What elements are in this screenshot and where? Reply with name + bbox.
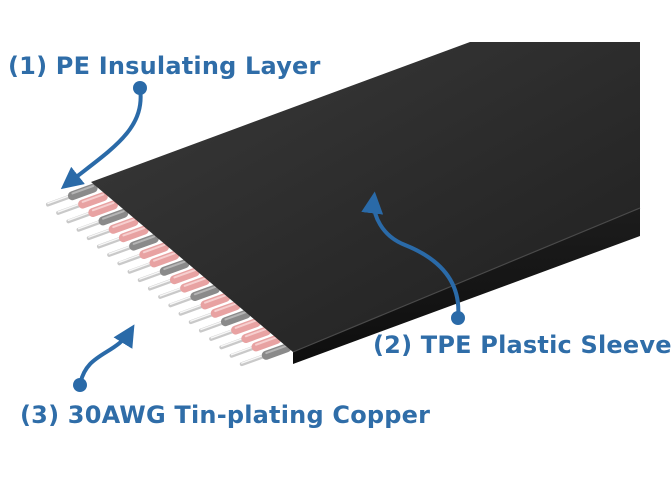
copper-conductor-label: (3) 30AWG Tin-plating Copper bbox=[20, 401, 431, 429]
pe-insulation-gray bbox=[67, 183, 98, 201]
pe-insulation-pink bbox=[169, 267, 200, 285]
pe-insulation-pink bbox=[241, 326, 271, 343]
pe-insulation-pink bbox=[88, 200, 118, 217]
pe-insulation-gray bbox=[261, 343, 292, 360]
insulation-highlight bbox=[142, 243, 166, 254]
copper-arrow-dot bbox=[73, 378, 87, 392]
insulation-highlight bbox=[102, 210, 125, 220]
insulation-highlight bbox=[153, 252, 176, 262]
pe-insulation-pink bbox=[231, 318, 261, 335]
insulation-highlight bbox=[244, 327, 268, 338]
pe-insulation-gray bbox=[98, 208, 129, 226]
pe-insulation-pink bbox=[149, 250, 180, 268]
insulation-highlight bbox=[71, 185, 95, 195]
pe-insulation-pink bbox=[200, 292, 231, 310]
insulation-highlight bbox=[193, 285, 217, 296]
pe-insulation-gray bbox=[220, 309, 251, 327]
pe-insulation-gray bbox=[129, 234, 159, 251]
pe-insulation-pink bbox=[118, 225, 149, 243]
insulation-highlight bbox=[91, 201, 115, 212]
insulation-highlight bbox=[183, 277, 207, 287]
insulation-highlight bbox=[204, 294, 227, 304]
pe-insulation-pink bbox=[180, 276, 210, 293]
copper-arrow bbox=[78, 324, 135, 387]
sleeve-edge-highlight bbox=[292, 207, 641, 353]
pe-layer-arrow-dot bbox=[133, 81, 147, 95]
pe-insulation-pink bbox=[139, 242, 169, 259]
insulation-highlight bbox=[224, 311, 248, 321]
pe-layer-arrow bbox=[60, 86, 143, 190]
insulation-highlight bbox=[255, 336, 278, 346]
tpe-sleeve bbox=[91, 42, 641, 364]
tpe-sleeve-arrow bbox=[361, 191, 461, 320]
tpe-plastic-sleeve-label: (2) TPE Plastic Sleeve bbox=[373, 331, 672, 359]
pe-insulating-layer-label: (1) PE Insulating Layer bbox=[8, 52, 321, 80]
pe-insulation-pink bbox=[78, 192, 108, 209]
pe-insulation-pink bbox=[210, 301, 241, 318]
insulation-highlight bbox=[132, 235, 156, 245]
insulation-highlight bbox=[265, 344, 288, 355]
insulation-highlight bbox=[163, 260, 186, 271]
insulation-highlight bbox=[81, 193, 105, 203]
tpe-sleeve-arrow-dot bbox=[451, 311, 465, 325]
pe-insulation-pink bbox=[108, 217, 139, 234]
sleeve-side-face bbox=[293, 208, 640, 364]
insulation-highlight bbox=[173, 269, 197, 279]
insulation-highlight bbox=[112, 218, 135, 229]
pe-insulation-pink bbox=[251, 334, 282, 352]
pe-insulation-gray bbox=[190, 284, 220, 301]
conductor-array bbox=[45, 183, 292, 367]
pe-insulation-gray bbox=[159, 259, 190, 276]
insulation-highlight bbox=[122, 227, 146, 237]
insulation-highlight bbox=[214, 302, 237, 313]
flat-cable-illustration bbox=[45, 42, 641, 392]
insulation-highlight bbox=[234, 319, 258, 329]
